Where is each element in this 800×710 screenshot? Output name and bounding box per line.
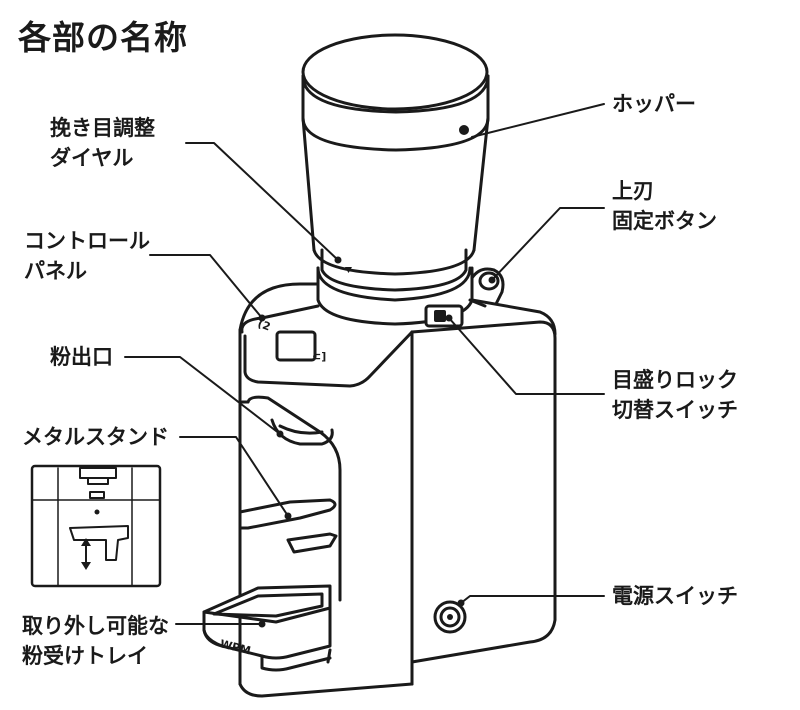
leader-power-switch [460, 595, 605, 604]
hopper-marker-dot [459, 125, 469, 135]
hopper [301, 33, 490, 276]
brand-logo-text: WPM [219, 637, 252, 657]
label-hopper-line1: ホッパー [612, 92, 696, 116]
label-drip-tray: 取り外し可能な 粉受けトレイ [22, 611, 169, 671]
stand-detail-inset [30, 464, 162, 588]
leader-control-panel [149, 254, 263, 319]
label-grind-dial: 挽き目調整 ダイヤル [50, 113, 155, 173]
label-burr-lock-line1: 上刃 [612, 179, 654, 203]
switch-knob-icon [434, 310, 446, 322]
leader-grind-dial [185, 142, 339, 261]
label-burr-lock-button: 上刃 固定ボタン [612, 176, 717, 236]
label-drip-tray-line2: 粉受けトレイ [22, 644, 148, 668]
label-drip-tray-line1: 取り外し可能な [22, 614, 169, 638]
power-switch [433, 600, 467, 634]
leader-lines [124, 103, 605, 625]
label-scale-lock-switch: 目盛りロック 切替スイッチ [612, 365, 738, 425]
panel-marking-left: (2 [256, 317, 272, 334]
label-grind-dial-line2: ダイヤル [50, 146, 134, 170]
label-grind-dial-line1: 挽き目調整 [50, 116, 155, 140]
grinder-body [238, 282, 557, 698]
label-control-panel: コントロール パネル [24, 226, 150, 286]
leader-hopper [471, 103, 605, 138]
label-spout-line1: 粉出口 [50, 345, 113, 369]
label-hopper: ホッパー [612, 89, 696, 119]
leader-metal-stand [179, 436, 289, 517]
label-metal-stand: メタルスタンド [22, 422, 169, 452]
grind-dial [316, 248, 487, 326]
dial-marker-triangle [345, 267, 352, 273]
label-burr-lock-line2: 固定ボタン [612, 209, 717, 233]
label-control-panel-line1: コントロール [24, 229, 150, 253]
label-control-panel-line2: パネル [24, 259, 87, 283]
metal-stand [238, 498, 337, 530]
burr-lock-button [470, 267, 505, 306]
page-title: 各部の名称 [18, 18, 188, 57]
label-power-switch: 電源スイッチ [612, 581, 738, 611]
label-power-switch-line1: 電源スイッチ [612, 584, 738, 608]
drip-tray [202, 584, 332, 672]
label-scale-lock-line1: 目盛りロック [612, 368, 738, 392]
scale-lock-switch [424, 304, 464, 328]
label-scale-lock-line2: 切替スイッチ [612, 398, 738, 422]
label-metal-stand-line1: メタルスタンド [22, 425, 169, 449]
leader-endpoints [258, 256, 496, 628]
leader-spout [124, 356, 281, 435]
lcd-screen [275, 330, 317, 362]
leader-burr-lock [491, 207, 605, 281]
leader-scale-lock [448, 317, 605, 395]
label-spout: 粉出口 [50, 342, 113, 372]
panel-marking-right: ⊂] [312, 350, 326, 363]
